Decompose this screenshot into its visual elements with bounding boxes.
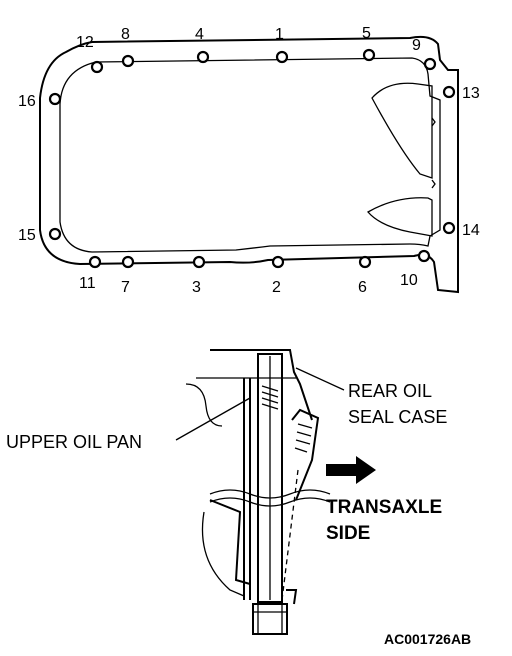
leader-upper-oil-pan [175, 397, 251, 441]
transaxle-direction-arrow [326, 456, 376, 484]
bolt-number-7: 7 [121, 279, 130, 296]
upper-oil-pan-wall [243, 378, 251, 600]
transaxle-flange [291, 408, 320, 501]
pan-baffle-lower [366, 197, 433, 237]
bolt-hole-16 [48, 92, 62, 106]
leader-rear-oil-seal-case [295, 367, 345, 391]
label-rear-oil-line1: REAR OIL [348, 381, 432, 401]
bolt-hole-2 [271, 255, 285, 269]
seal-case-body [210, 349, 313, 421]
bolt-number-13: 13 [462, 85, 480, 102]
bolt-number-8: 8 [121, 26, 130, 43]
bolt-head-detail [253, 604, 287, 634]
bolt-number-5: 5 [362, 25, 371, 42]
bolt-hole-14 [442, 221, 456, 235]
bolt-hole-5 [362, 48, 376, 62]
bolt-hole-9 [423, 57, 437, 71]
pan-outer-outline [39, 35, 459, 294]
oil-pan-top-view: 1 2 3 4 5 6 7 8 9 10 11 12 13 14 15 16 [18, 25, 480, 296]
label-transaxle-line2: SIDE [326, 523, 370, 544]
flange-hatch [294, 423, 313, 453]
bolt-hole-13 [442, 85, 456, 99]
label-rear-oil-line2: SEAL CASE [348, 407, 447, 427]
label-transaxle-line1: TRANSAXLE [326, 497, 442, 518]
hidden-line [281, 469, 299, 601]
bolt-number-9: 9 [412, 37, 421, 54]
bolt-hole-12 [90, 60, 104, 74]
bolt-hole-8 [121, 54, 135, 68]
bolt-number-3: 3 [192, 279, 201, 296]
pan-baffle-upper [371, 82, 433, 179]
pan-edge-detail [431, 117, 436, 189]
label-upper-oil-pan: UPPER OIL PAN [6, 432, 142, 452]
bolt-number-11: 11 [79, 275, 96, 292]
bolt-number-12: 12 [76, 34, 94, 51]
bolt-hole-4 [196, 50, 210, 64]
pan-lower-body [201, 511, 245, 597]
bolt-hole-11 [88, 255, 102, 269]
break-line-upper [209, 489, 331, 499]
bolt-number-6: 6 [358, 279, 367, 296]
bolt-number-2: 2 [272, 279, 281, 296]
bolt-hole-10 [417, 249, 431, 263]
bolt-number-14: 14 [462, 222, 480, 239]
bolt-hole-3 [192, 255, 206, 269]
bolt-thread [261, 385, 279, 410]
cross-section-detail [175, 349, 376, 635]
pan-inner-outline [59, 57, 441, 253]
bolt-hole-1 [275, 50, 289, 64]
bolt-head [252, 603, 288, 635]
bolt-shank [257, 353, 283, 603]
bolt-number-10: 10 [400, 272, 418, 289]
bolt-number-4: 4 [195, 26, 204, 43]
bolt-number-16: 16 [18, 93, 36, 110]
bolt-hole-15 [48, 227, 62, 241]
bolt-hole-6 [358, 255, 372, 269]
pan-flange-lower [209, 499, 298, 605]
bolt-hole-7 [121, 255, 135, 269]
figure-reference-code: AC001726AB [384, 631, 471, 647]
bolt-number-1: 1 [275, 26, 284, 43]
block-left-curve [185, 383, 223, 427]
bolt-number-15: 15 [18, 227, 36, 244]
break-line-lower [209, 497, 331, 507]
